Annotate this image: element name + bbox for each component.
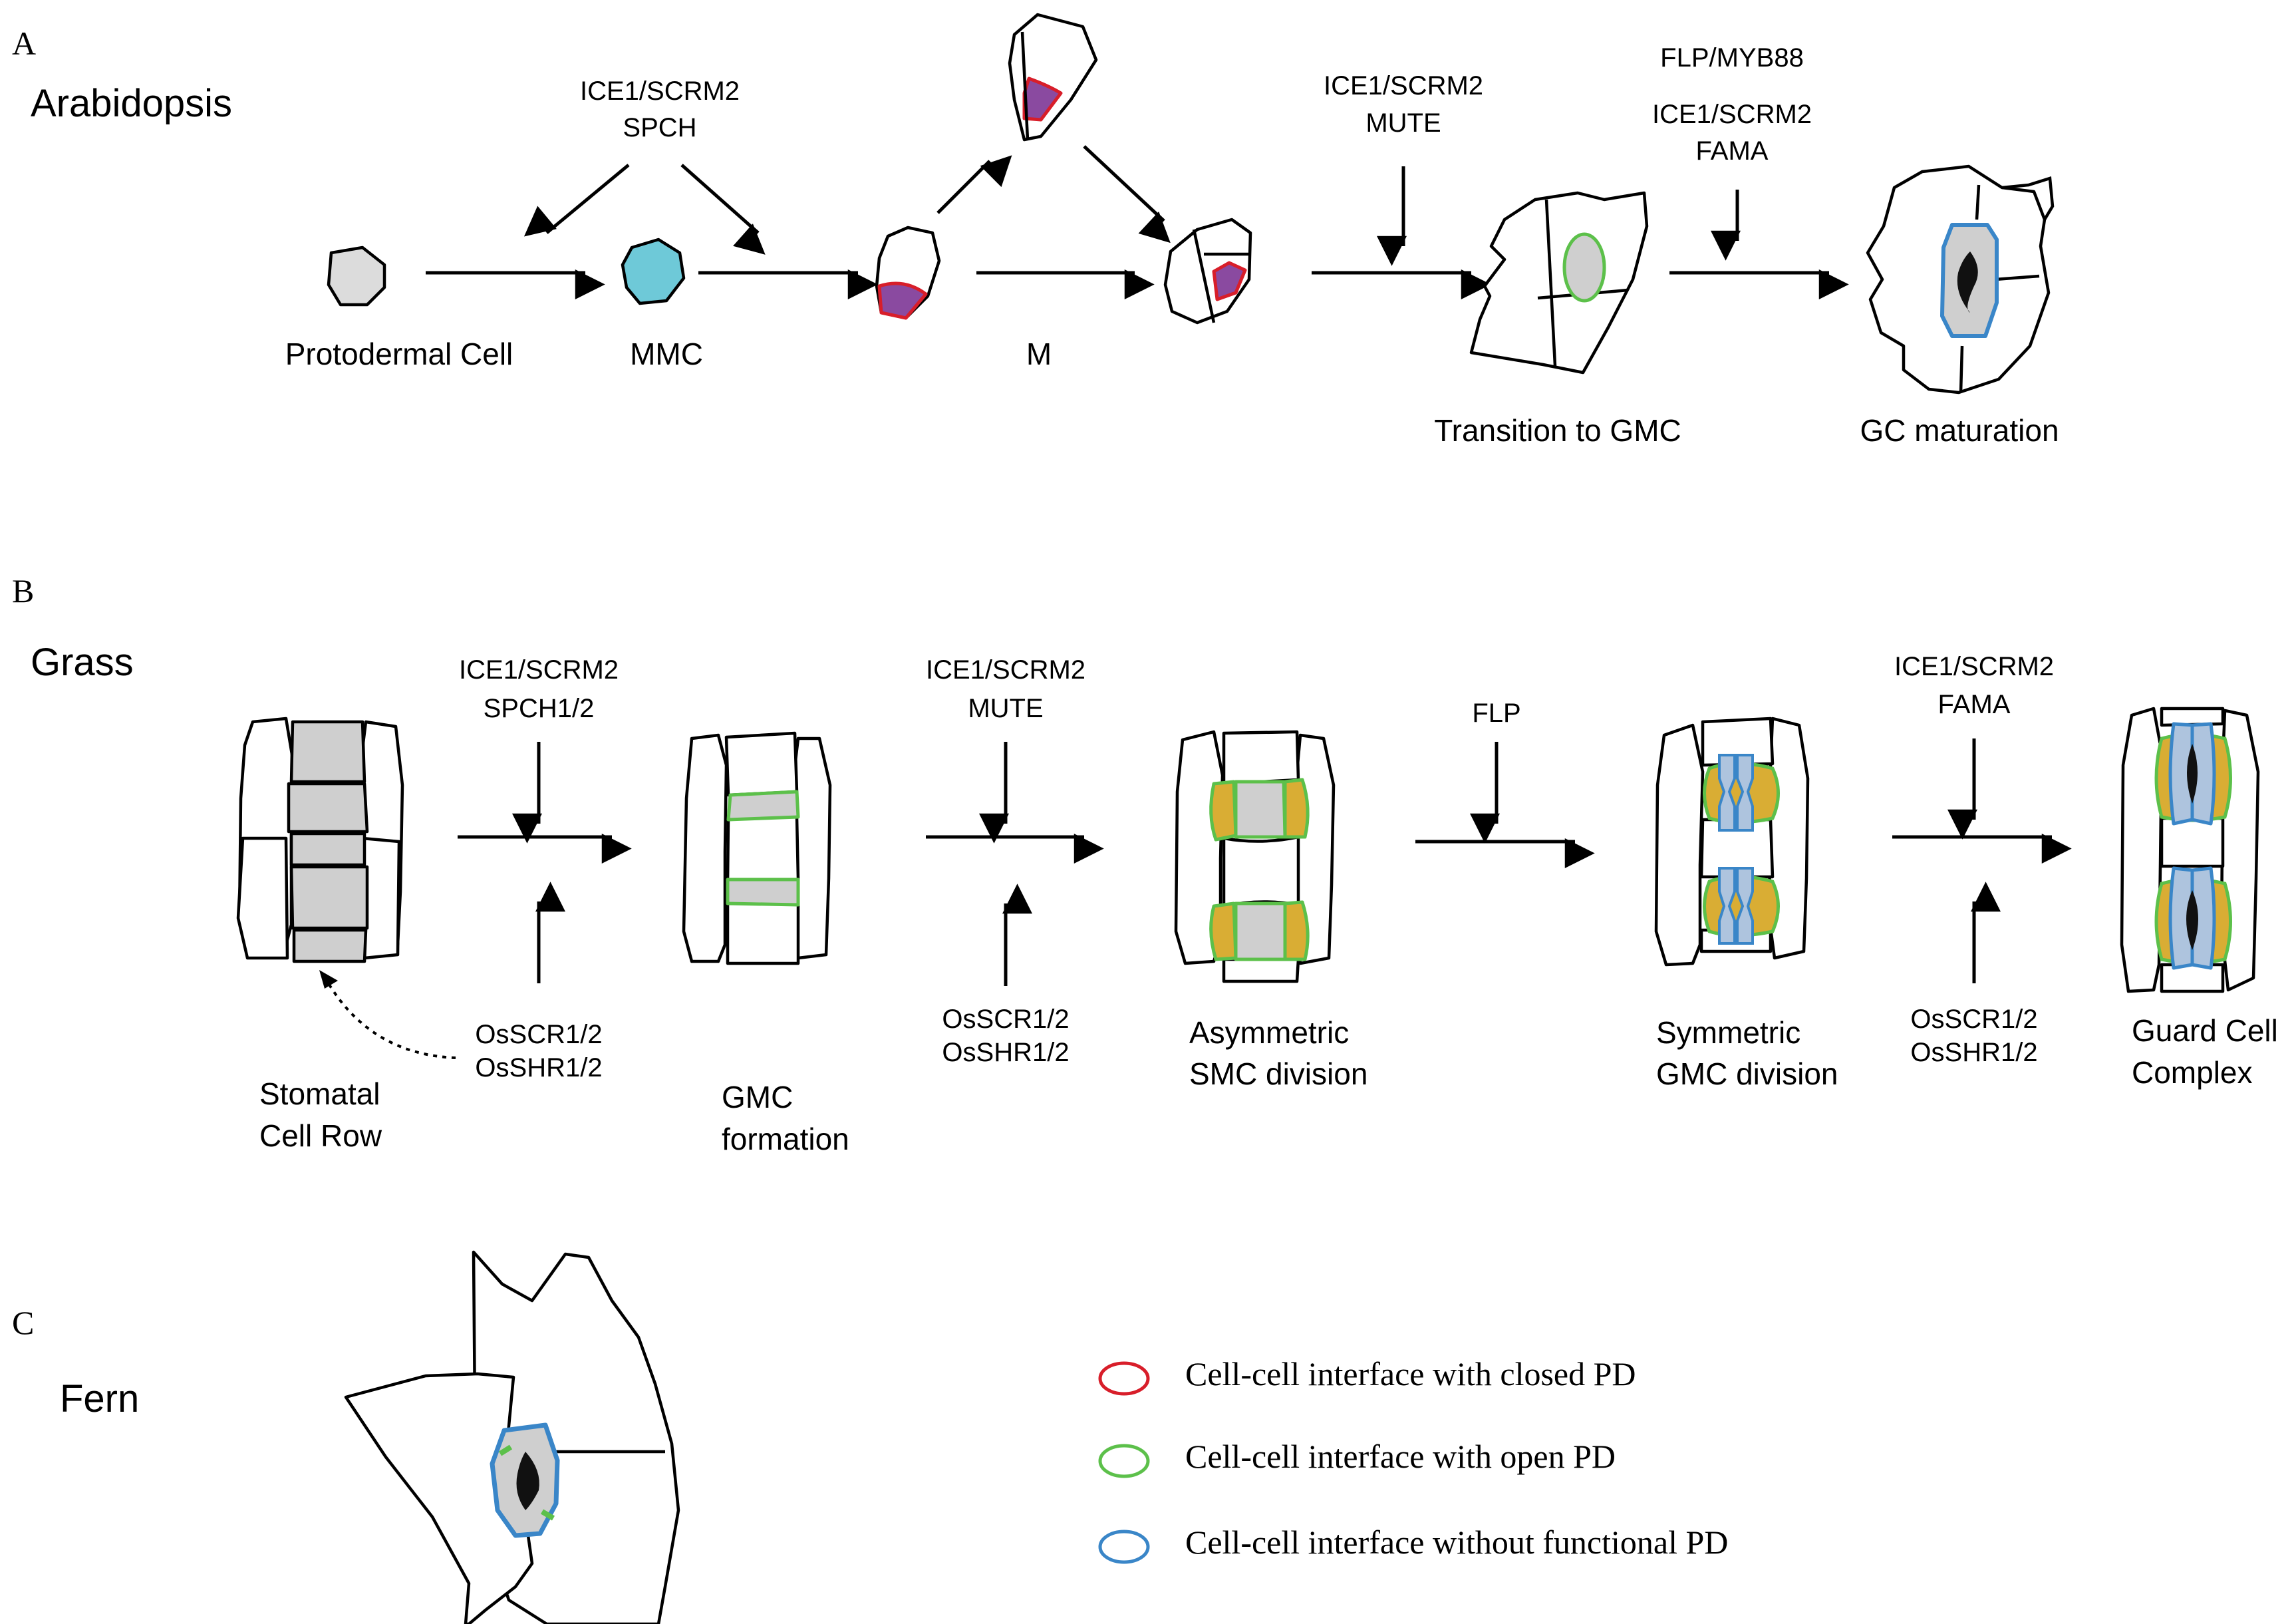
label-gc-maturation: GC maturation: [1860, 413, 2059, 448]
meristemoid-divided-cell: [1163, 218, 1252, 325]
gc-maturation-cell: [1866, 164, 2055, 395]
legend-closed-marker: [1098, 1361, 1150, 1396]
fern-stomata: [344, 1250, 680, 1624]
legend-open-marker: [1098, 1444, 1150, 1478]
panel-a: A Arabidopsis Protodermal Cell MMC ICE1/…: [12, 13, 2059, 448]
regulator-b4-bottom-line1: OsSCR1/2: [1910, 1005, 2037, 1034]
label-stage5-line1: Guard Cell: [2132, 1013, 2278, 1048]
meristemoid-cell: [875, 226, 941, 320]
legend-closed: Cell-cell interface with closed PD: [1185, 1355, 1636, 1392]
stomatal-cell-row: [236, 717, 404, 963]
protodermal-cell: [327, 245, 386, 307]
arrow-a-down: [1083, 145, 1171, 244]
label-stage2-line1: GMC: [722, 1080, 793, 1114]
regulator-b4-top-line2: FAMA: [1938, 690, 2011, 719]
regulator-b1-top-line2: SPCH1/2: [484, 694, 595, 723]
regulator-b4-bottom-line2: OsSHR1/2: [1910, 1038, 2037, 1067]
asymmetric-smc-row: [1174, 730, 1336, 983]
regulator-b1-bottom-line2: OsSHR1/2: [475, 1053, 602, 1082]
regulator-b2-top-line2: MUTE: [968, 694, 1043, 723]
legend-open: Cell-cell interface with open PD: [1185, 1438, 1616, 1475]
symmetric-gmc-row: [1654, 717, 1810, 967]
panel-a-organism: Arabidopsis: [31, 82, 232, 125]
regulator-a1-line2: SPCH: [623, 113, 696, 142]
label-transition-to-gmc: Transition to GMC: [1434, 413, 1681, 448]
regulator-a3-line2: FAMA: [1696, 136, 1769, 166]
regulator-b2-bottom-line1: OsSCR1/2: [942, 1005, 1069, 1034]
legend-none-marker: [1098, 1530, 1150, 1564]
label-stage1-line2: Cell Row: [259, 1118, 382, 1153]
regulator-a1-line1: ICE1/SCRM2: [580, 77, 740, 106]
label-stage3-line1: Asymmetric: [1189, 1015, 1349, 1050]
gmc-formation-row: [682, 731, 832, 965]
amplifying-division-cell-top: [1008, 13, 1098, 142]
label-stage4-line2: GMC division: [1656, 1056, 1838, 1091]
regulator-b3-top: FLP: [1472, 699, 1520, 728]
label-mmc: MMC: [630, 337, 703, 371]
legend: Cell-cell interface with closed PD Cell-…: [1098, 1355, 1728, 1564]
label-stage2-line2: formation: [722, 1122, 849, 1156]
regulator-a3-line1: ICE1/SCRM2: [1652, 100, 1812, 129]
arrow-a-spch-right: [680, 164, 766, 255]
regulator-a3-line0: FLP/MYB88: [1660, 43, 1804, 73]
regulator-a2-line2: MUTE: [1365, 108, 1441, 138]
arrow-a-up: [936, 155, 1012, 214]
regulator-b1-top-line1: ICE1/SCRM2: [459, 655, 619, 685]
regulator-b2-bottom-line2: OsSHR1/2: [942, 1038, 1069, 1067]
label-stage5-line2: Complex: [2132, 1055, 2253, 1090]
panel-b-letter: B: [12, 572, 34, 609]
guard-cell-complex: [2120, 707, 2260, 993]
label-m: M: [1026, 337, 1052, 371]
mmc-cell: [621, 238, 686, 305]
regulator-b4-top-line1: ICE1/SCRM2: [1894, 652, 2054, 681]
panel-b-organism: Grass: [31, 641, 134, 684]
dotted-arrow-head: [319, 970, 338, 989]
legend-none: Cell-cell interface without functional P…: [1185, 1524, 1728, 1561]
panel-b: B Grass Stomatal Cell Row ICE1/SCRM2 SPC…: [12, 572, 2278, 1156]
regulator-b2-top-line1: ICE1/SCRM2: [926, 655, 1085, 685]
regulator-a2-line1: ICE1/SCRM2: [1324, 71, 1483, 100]
dotted-arrow-line: [328, 983, 456, 1059]
label-stage1-line1: Stomatal: [259, 1076, 380, 1111]
panel-c: C Fern: [12, 1250, 680, 1624]
label-stage3-line2: SMC division: [1189, 1056, 1367, 1091]
label-stage4-line1: Symmetric: [1656, 1015, 1800, 1050]
label-protodermal-cell: Protodermal Cell: [285, 337, 513, 371]
gmc-transition-cell: [1469, 191, 1649, 375]
panel-c-letter: C: [12, 1304, 34, 1341]
arrow-a-spch-left: [523, 164, 630, 237]
panel-a-letter: A: [12, 25, 36, 62]
regulator-b1-bottom-line1: OsSCR1/2: [475, 1020, 602, 1049]
panel-c-organism: Fern: [60, 1377, 139, 1420]
